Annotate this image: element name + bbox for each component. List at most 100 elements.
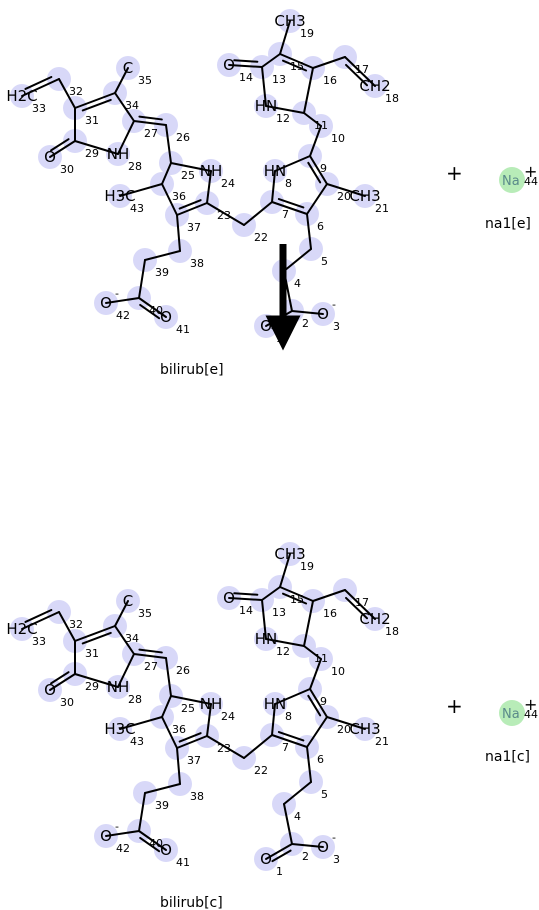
atom-symbol: CH3 <box>349 187 380 205</box>
atom-symbol: HN <box>255 97 278 115</box>
atom-highlights <box>10 542 387 871</box>
atom-symbol: HN <box>264 695 287 713</box>
bond-line-double <box>24 609 53 623</box>
atom-number: 34 <box>125 99 139 112</box>
atom-symbol: H3C <box>104 187 135 205</box>
bond-line <box>265 843 293 860</box>
atom-number: 26 <box>176 131 190 144</box>
bond-line <box>170 162 212 172</box>
bond-line <box>279 20 291 55</box>
bond-line-double <box>139 836 161 853</box>
atom-number: 38 <box>190 257 204 270</box>
atom-number: 31 <box>85 114 99 127</box>
atom-number: 28 <box>128 160 142 173</box>
atom-symbol: O <box>260 850 272 868</box>
bond-line <box>161 162 172 185</box>
atom-symbol: CH3 <box>274 545 305 563</box>
bond-line <box>271 170 276 203</box>
atom-number: 10 <box>331 132 345 145</box>
atom-symbol: H3C <box>104 720 135 738</box>
bond-line <box>265 638 305 647</box>
bond-line <box>105 297 140 304</box>
atom-number: 17 <box>355 596 369 609</box>
atom-number: 39 <box>155 799 169 812</box>
atom-number: 41 <box>176 856 190 869</box>
bond-lines <box>21 553 376 863</box>
atom-symbol: O <box>160 841 172 859</box>
bond-line <box>133 120 167 126</box>
bond-line <box>279 53 314 69</box>
atom-number: 19 <box>300 560 314 573</box>
bond-line <box>49 140 76 158</box>
atom-charge: - <box>115 287 119 300</box>
atom-symbol: NH <box>107 678 130 696</box>
atom-number: 11 <box>314 119 328 132</box>
atom-number: 36 <box>172 723 186 736</box>
atom-number: 15 <box>290 593 304 606</box>
atom-number: 15 <box>290 60 304 73</box>
bond-line <box>265 105 305 114</box>
atom-labels: O12O-34567HN891011HN1213O14151617CH218CH… <box>6 12 399 345</box>
bond-line <box>283 248 312 272</box>
atom-number: 13 <box>272 606 286 619</box>
atom-number: 4 <box>294 277 301 290</box>
atom-number: 22 <box>254 231 268 244</box>
atom-number: 29 <box>85 147 99 160</box>
atom-number: 12 <box>276 645 290 658</box>
bond-line <box>261 53 281 68</box>
bond-line-double <box>233 59 259 63</box>
atom-number: 29 <box>85 680 99 693</box>
atom-symbol: CH3 <box>349 720 380 738</box>
atom-number: 13 <box>272 73 286 86</box>
atom-number: 16 <box>323 74 337 87</box>
atom-symbol: HN <box>264 162 287 180</box>
bond-line-double <box>345 596 369 620</box>
bond-line-double <box>50 671 70 685</box>
atom-symbol: NH <box>200 162 223 180</box>
atom-number: 5 <box>321 788 328 801</box>
atom-number: 14 <box>239 71 253 84</box>
bond-line <box>243 201 273 226</box>
bond-line-double <box>81 631 112 645</box>
atom-number: 35 <box>138 74 152 87</box>
atom-number: 1 <box>276 865 283 878</box>
atom-number: 16 <box>323 607 337 620</box>
bond-line <box>206 703 212 737</box>
sodium-charge: + <box>524 162 537 181</box>
bond-line-double <box>307 694 322 717</box>
bond-line-double <box>345 63 369 87</box>
bond-line <box>119 716 163 730</box>
bond-line <box>49 673 76 691</box>
bond-line <box>165 124 172 164</box>
atom-number: 22 <box>254 764 268 777</box>
atom-number: 28 <box>128 693 142 706</box>
atom-number: 39 <box>155 266 169 279</box>
atom-symbol: C <box>123 59 133 77</box>
bond-line <box>344 589 376 620</box>
reaction-panel-extracellular: O12O-34567HN891011HN1213O14151617CH218CH… <box>6 9 538 378</box>
atom-number: 20 <box>337 723 351 736</box>
bond-line <box>309 155 328 185</box>
atom-number: 31 <box>85 647 99 660</box>
bond-lines <box>21 20 376 330</box>
atom-number: 34 <box>125 632 139 645</box>
bond-line <box>306 746 312 783</box>
atom-number: 42 <box>116 309 130 322</box>
atom-number: 18 <box>385 625 399 638</box>
sodium-atom-number: 44 <box>524 175 538 188</box>
atom-number: 24 <box>221 710 235 723</box>
bond-line <box>165 657 172 697</box>
atom-number: 7 <box>282 741 289 754</box>
bond-line <box>303 112 322 127</box>
atom-number: 2 <box>302 317 309 330</box>
bond-line <box>312 589 346 602</box>
bond-line <box>114 92 135 122</box>
bond-line <box>306 183 328 215</box>
atom-symbol: O <box>317 305 329 323</box>
bond-line <box>261 586 281 601</box>
atom-number: 23 <box>217 742 231 755</box>
atom-number: 19 <box>300 27 314 40</box>
atom-number: 40 <box>149 304 163 317</box>
atom-number: 11 <box>314 652 328 665</box>
